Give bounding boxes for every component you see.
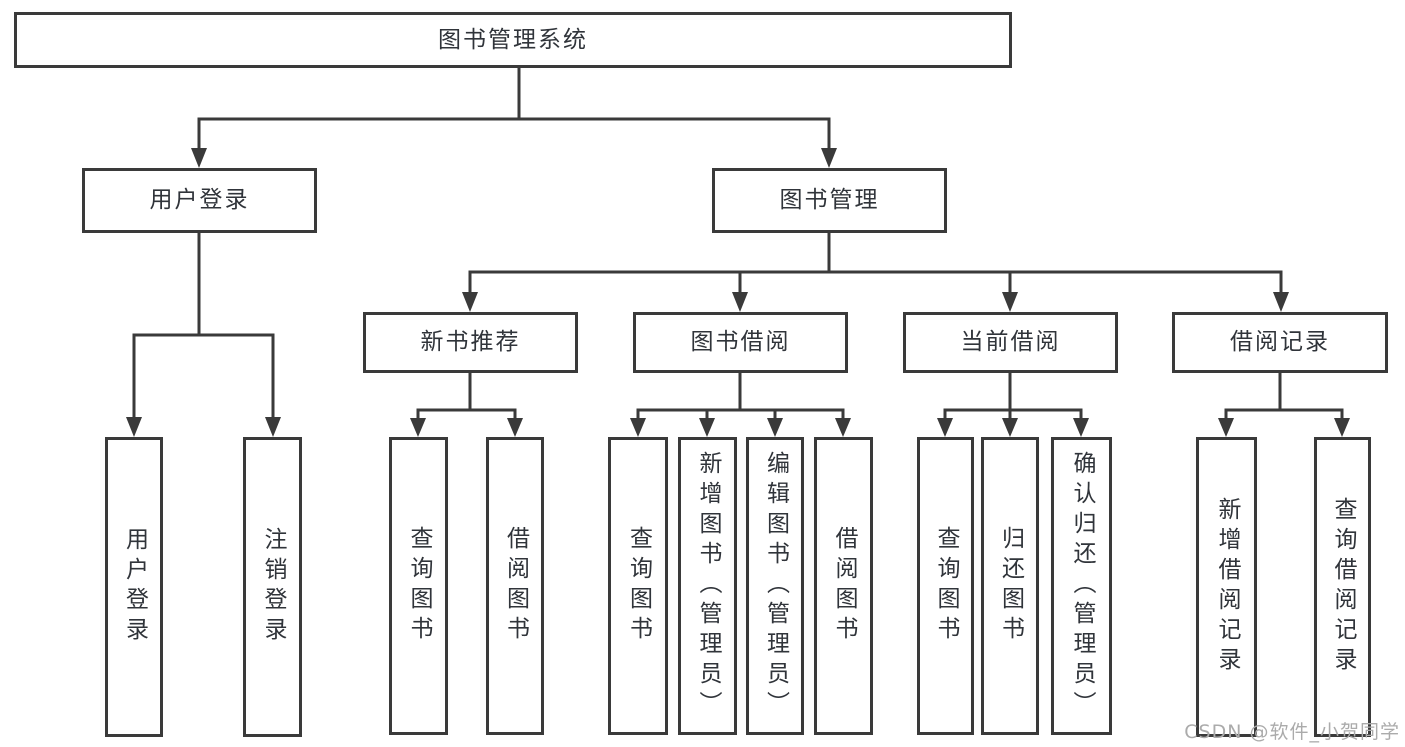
node-new-book-recommend: 新书推荐 bbox=[363, 312, 578, 373]
node-book-management: 图书管理 bbox=[712, 168, 947, 233]
leaf-query-books-1-label: 查询图书 bbox=[406, 526, 432, 646]
node-root-label: 图书管理系统 bbox=[438, 26, 588, 53]
leaf-borrow-books-2: 借阅图书 bbox=[814, 437, 873, 735]
leaf-query-books-2: 查询图书 bbox=[608, 437, 668, 735]
node-user-login: 用户登录 bbox=[82, 168, 317, 233]
node-current-borrow: 当前借阅 bbox=[903, 312, 1118, 373]
connector-strokes bbox=[132, 66, 1344, 420]
node-root: 图书管理系统 bbox=[14, 12, 1012, 68]
leaf-return-books: 归还图书 bbox=[981, 437, 1039, 735]
node-borrow-records-label: 借阅记录 bbox=[1230, 329, 1330, 355]
leaf-confirm-return-admin: 确认归还（管理员） bbox=[1051, 437, 1112, 735]
leaf-query-books-3-label: 查询图书 bbox=[933, 526, 959, 646]
leaf-query-borrow-record: 查询借阅记录 bbox=[1314, 437, 1371, 737]
leaf-user-login: 用户登录 bbox=[105, 437, 163, 737]
leaf-query-books-3: 查询图书 bbox=[917, 437, 974, 735]
leaf-logout: 注销登录 bbox=[243, 437, 302, 737]
leaf-edit-books-admin: 编辑图书（管理员） bbox=[746, 437, 804, 735]
node-book-borrow-label: 图书借阅 bbox=[690, 329, 791, 355]
csdn-watermark: CSDN @软件_小贺同学 bbox=[1184, 721, 1400, 743]
arrowheads bbox=[126, 148, 1350, 437]
node-user-login-label: 用户登录 bbox=[149, 187, 250, 213]
leaf-add-borrow-record: 新增借阅记录 bbox=[1196, 437, 1257, 737]
node-book-borrow: 图书借阅 bbox=[633, 312, 848, 373]
leaf-add-borrow-record-label: 新增借阅记录 bbox=[1214, 497, 1240, 677]
leaf-query-borrow-record-label: 查询借阅记录 bbox=[1330, 497, 1356, 677]
leaf-borrow-books-1: 借阅图书 bbox=[486, 437, 544, 735]
leaf-return-books-label: 归还图书 bbox=[997, 526, 1024, 646]
leaf-logout-label: 注销登录 bbox=[260, 527, 286, 647]
node-current-borrow-label: 当前借阅 bbox=[960, 329, 1061, 355]
leaf-query-books-2-label: 查询图书 bbox=[625, 526, 652, 646]
node-book-management-label: 图书管理 bbox=[779, 187, 880, 213]
leaf-borrow-books-1-label: 借阅图书 bbox=[502, 526, 529, 646]
leaf-user-login-label: 用户登录 bbox=[121, 527, 148, 647]
leaf-edit-books-admin-label: 编辑图书（管理员） bbox=[762, 451, 789, 721]
leaf-add-books-admin-label: 新增图书（管理员） bbox=[695, 451, 721, 721]
leaf-confirm-return-admin-label: 确认归还（管理员） bbox=[1069, 451, 1095, 721]
leaf-borrow-books-2-label: 借阅图书 bbox=[831, 526, 857, 646]
node-borrow-records: 借阅记录 bbox=[1172, 312, 1388, 373]
leaf-query-books-1: 查询图书 bbox=[389, 437, 448, 735]
node-new-book-recommend-label: 新书推荐 bbox=[420, 329, 521, 355]
leaf-add-books-admin: 新增图书（管理员） bbox=[678, 437, 737, 735]
